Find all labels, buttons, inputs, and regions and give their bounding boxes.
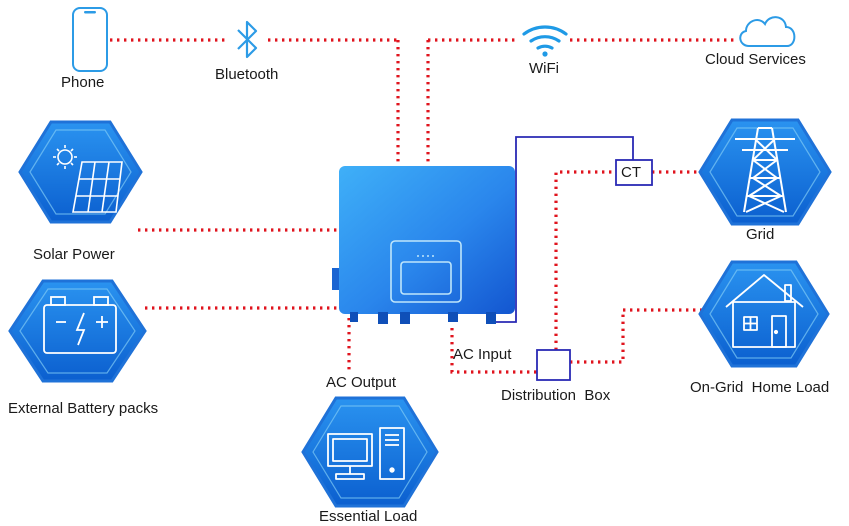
inverter-icon [332, 166, 515, 324]
bluetooth-icon [237, 20, 258, 59]
ct-sense-wire [495, 136, 634, 323]
wifi-icon [522, 25, 568, 57]
ac-output-label: AC Output [326, 374, 397, 391]
power-tower-icon [698, 118, 832, 226]
home-load-label: On-Grid Home Load [690, 379, 830, 396]
distribution-box [536, 349, 571, 381]
solar-panel-icon [18, 120, 143, 224]
phone-label: Phone [61, 74, 105, 91]
phone-icon [72, 7, 108, 72]
wifi-label: WiFi [529, 60, 559, 77]
essential-load-label: Essential Load [319, 508, 418, 525]
ct-label: CT [621, 164, 641, 181]
distribution-box-label: Distribution Box [501, 387, 611, 404]
solar-power-label: Solar Power [33, 246, 115, 263]
cloud-icon [739, 16, 796, 47]
ct-box [615, 159, 653, 186]
cloud-services-label: Cloud Services [705, 51, 806, 68]
battery-icon [8, 279, 147, 383]
link-distribution-ct [554, 170, 616, 350]
dotted-connections [110, 38, 735, 374]
grid-label: Grid [746, 226, 775, 243]
external-battery-label: External Battery packs [8, 400, 159, 417]
house-icon [698, 260, 830, 368]
ac-input-label: AC Input [453, 346, 512, 363]
link-distribution-home [570, 308, 704, 364]
link-inverter-distribution [450, 328, 537, 374]
computer-icon [301, 396, 439, 508]
bluetooth-label: Bluetooth [215, 66, 279, 83]
